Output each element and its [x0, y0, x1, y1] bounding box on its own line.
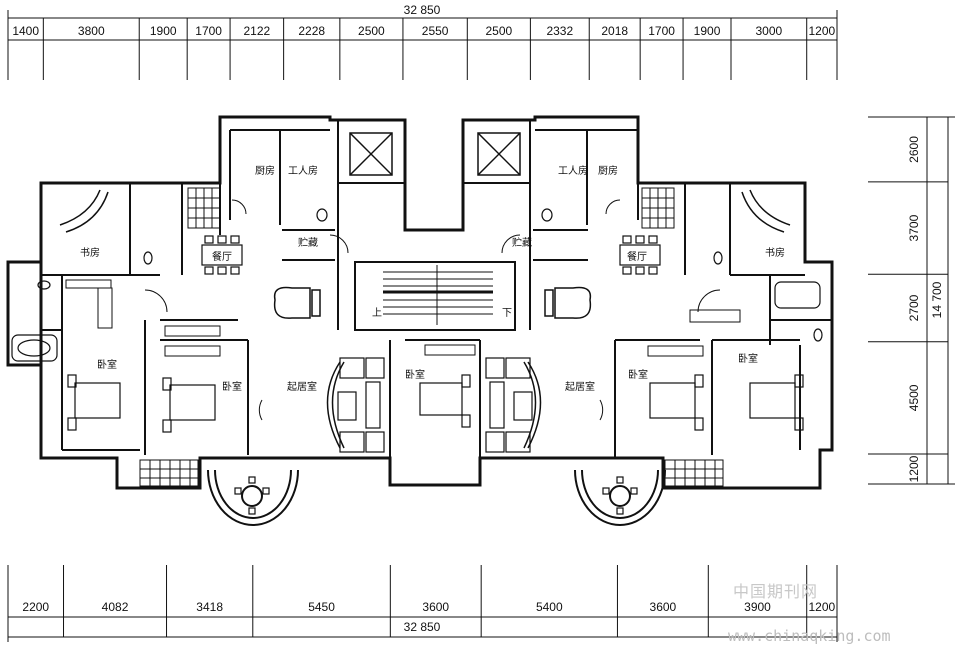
bottom-dimension-label: 3900 — [744, 600, 771, 614]
tiled-area-right-utility — [641, 187, 675, 229]
tiled-area-left-balcony — [139, 459, 199, 487]
study-desk-left — [59, 189, 109, 233]
balcony-table-right — [602, 476, 638, 515]
top-dimension-label: 2550 — [422, 24, 449, 38]
bed-master-left — [67, 374, 121, 431]
room-label-bedroom-2: 卧室 — [222, 380, 242, 393]
bed-master-right — [749, 374, 804, 431]
plan-outline — [6, 115, 834, 490]
bottom-dimension-label: 3418 — [196, 600, 223, 614]
bottom-dimension-label: 4082 — [102, 600, 129, 614]
top-total-dimension: 32 850 — [404, 3, 441, 17]
top-dimension-label: 2018 — [601, 24, 628, 38]
bottom-dimension-label: 5450 — [308, 600, 335, 614]
bed-center — [419, 374, 471, 428]
living-bay-right — [523, 361, 542, 449]
sofa-set-left — [337, 357, 385, 453]
bottom-dimension-label: 1200 — [809, 600, 836, 614]
room-label-storage-right: 贮藏 — [512, 236, 532, 249]
room-label-living-left: 起居室 — [287, 380, 317, 393]
round-balcony-left — [207, 469, 299, 526]
entry-features — [273, 286, 592, 319]
room-label-study-left: 书房 — [80, 246, 100, 259]
room-label-kitchen-left: 厨房 — [255, 164, 275, 177]
watermark-url: www.chinaqking.com — [728, 627, 891, 645]
dining-table-left — [201, 235, 243, 275]
top-dimension-label: 2122 — [243, 24, 270, 38]
bathtub-left — [11, 334, 58, 362]
top-dimension-label: 1700 — [195, 24, 222, 38]
right-dimension-chain — [868, 116, 955, 485]
stair-up-label: 上 — [372, 307, 382, 319]
bathtub-right — [774, 281, 821, 309]
right-dimension-label: 2600 — [907, 136, 921, 163]
room-label-living-right: 起居室 — [565, 380, 595, 393]
door-swings — [144, 199, 721, 421]
bottom-dimension-chain — [7, 565, 838, 642]
right-total-dimension: 14 700 — [930, 281, 944, 318]
bottom-total-dimension: 32 850 — [404, 620, 441, 634]
room-label-maid-left: 工人房 — [288, 164, 318, 177]
stair-down-label: 下 — [502, 308, 512, 319]
balcony-table-left — [234, 476, 270, 515]
dining-table-right — [619, 235, 661, 275]
right-dimension-label: 4500 — [907, 384, 921, 411]
room-label-bedroom-1: 卧室 — [97, 358, 117, 371]
room-label-kitchen-right: 厨房 — [598, 164, 618, 177]
right-dimension-label: 3700 — [907, 214, 921, 241]
top-dimension-label: 2500 — [358, 24, 385, 38]
round-balcony-right — [574, 469, 666, 526]
top-dimension-chain — [7, 10, 838, 80]
top-dimension-label: 2228 — [298, 24, 325, 38]
watermark-cn: 中国期刊网 — [733, 582, 818, 601]
study-desk-right — [741, 189, 791, 233]
top-dimension-label: 1700 — [648, 24, 675, 38]
room-label-maid-right: 工人房 — [558, 164, 588, 177]
top-dimension-label: 1900 — [694, 24, 721, 38]
elevator-right — [477, 132, 521, 176]
room-label-bedroom-3: 卧室 — [405, 368, 425, 381]
room-label-storage-left: 贮藏 — [298, 236, 318, 249]
top-dimension-label: 2500 — [485, 24, 512, 38]
room-label-bedroom-4: 卧室 — [628, 368, 648, 381]
bed-second-right — [649, 374, 704, 431]
right-dimension-label: 2700 — [907, 294, 921, 321]
bed-second-left — [162, 377, 216, 433]
wardrobes — [65, 279, 741, 357]
room-label-study-right: 书房 — [765, 246, 785, 259]
top-dimension-label: 3000 — [756, 24, 783, 38]
room-label-bedroom-5: 卧室 — [738, 352, 758, 365]
living-bay-left — [326, 361, 345, 449]
room-label-dining-left: 餐厅 — [212, 250, 232, 263]
room-label-dining-right: 餐厅 — [627, 250, 647, 263]
tiled-area-right-balcony — [664, 459, 724, 487]
tiled-area-left-utility — [187, 187, 221, 229]
bottom-dimension-label: 3600 — [422, 600, 449, 614]
right-dimension-label: 1200 — [907, 455, 921, 482]
interior-walls-right — [463, 120, 832, 458]
top-dimension-label: 1200 — [809, 24, 836, 38]
top-dimension-label: 3800 — [78, 24, 105, 38]
top-dimension-label: 1400 — [12, 24, 39, 38]
bottom-dimension-label: 5400 — [536, 600, 563, 614]
bottom-dimension-label: 3600 — [650, 600, 677, 614]
elevator-left — [349, 132, 393, 176]
interior-walls-left — [41, 120, 481, 458]
stair-core — [354, 261, 516, 331]
toilet-fixtures — [37, 208, 823, 342]
bottom-dimension-label: 2200 — [22, 600, 49, 614]
sofa-set-right — [485, 357, 533, 453]
top-dimension-label: 2332 — [546, 24, 573, 38]
top-dimension-label: 1900 — [150, 24, 177, 38]
